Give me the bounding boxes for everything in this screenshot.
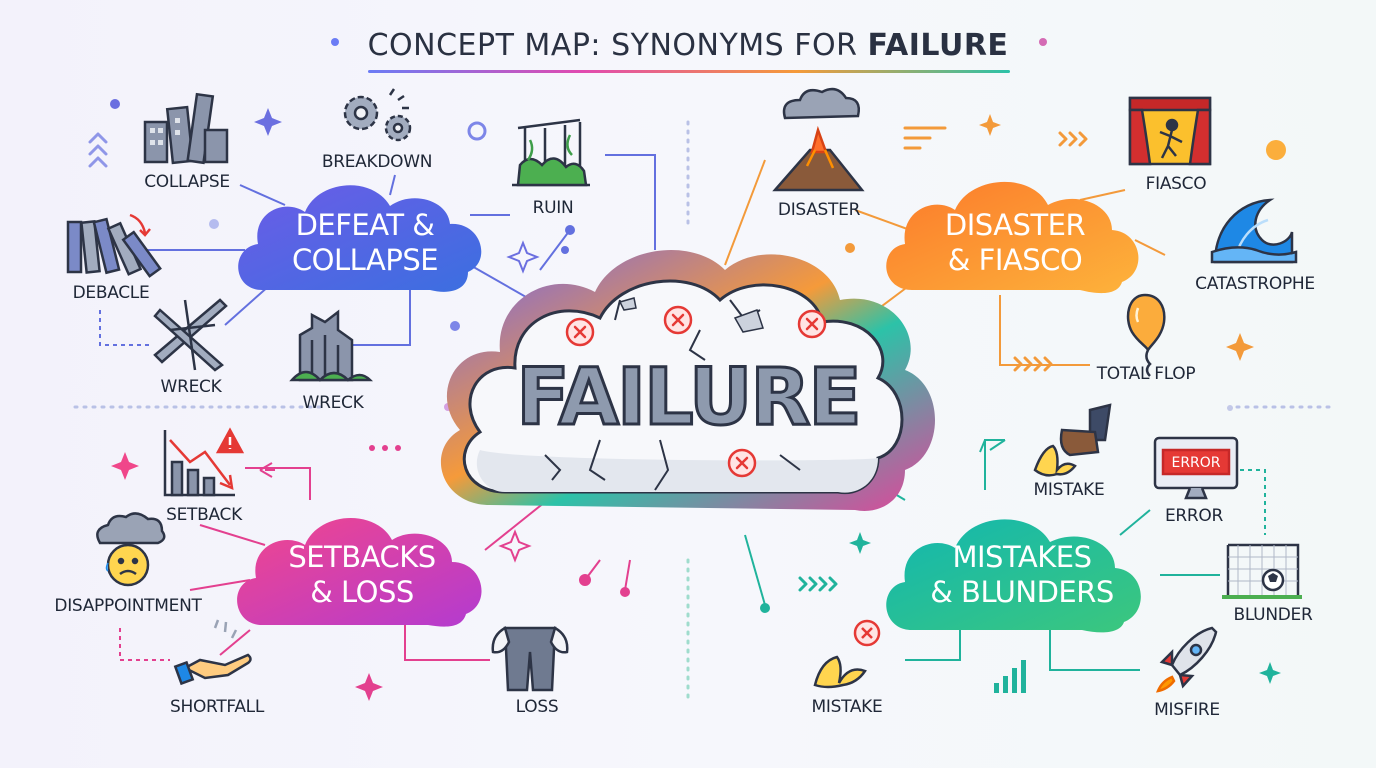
empty-hand-icon [173,619,252,686]
leaf-error: ERROR [1164,506,1224,526]
sad-cloud-icon [96,512,166,587]
leaf-disaster: DISASTER [777,200,861,220]
leaf-debacle: DEBACLE [72,283,150,303]
cloud-setbacks-loss [237,518,482,627]
title-underline [368,70,1010,73]
decorations [88,38,1286,701]
cluster-label-line1: MISTAKES [952,540,1092,574]
error-screen-text: ERROR [1171,455,1220,471]
leaf-blunder: BLUNDER [1233,605,1313,625]
cloud-disaster-fiasco [886,181,1139,294]
cluster-label-line1: DISASTER [944,208,1086,242]
empty-pockets-icon [491,626,569,692]
cluster-label-line2: & BLUNDERS [930,575,1114,609]
gears-icon [343,88,412,142]
falling-books-icon [66,213,162,278]
error-monitor-icon: ERROR [1153,436,1239,500]
soccer-goal-icon [1222,543,1302,599]
leaf-total-flop: TOTAL FLOP [1096,364,1196,384]
cluster-label-line1: SETBACKS [288,540,436,574]
leaf-mistake: MISTAKE [1033,480,1105,500]
cloud-mistakes-blunders [886,519,1141,633]
leaf-catastrophe: CATASTROPHE [1195,274,1315,294]
leaf-disappointment: DISAPPOINTMENT [54,596,202,616]
wave-icon [1210,198,1298,264]
rocket-icon [1155,626,1218,693]
cluster-label-line2: & FIASCO [947,243,1083,277]
cluster-label-mistakes-blunders: MISTAKES& BLUNDERS [930,540,1114,610]
cluster-label-setbacks-loss: SETBACKS& LOSS [288,540,436,610]
cluster-label-line2: & LOSS [310,575,414,609]
leaf-shortfall: SHORTFALL [169,697,265,717]
cluster-label-defeat-collapse: DEFEAT &COLLAPSE [291,208,439,278]
center-cloud [440,249,935,511]
ruins-icon [512,118,590,187]
leaf-misfire: MISFIRE [1154,700,1220,720]
banana-peel-slip-icon [1033,403,1112,477]
leaf-wreck: WRECK [160,377,222,397]
declining-chart-icon [163,427,245,497]
leaf-loss: LOSS [515,697,559,717]
leaf-ruin: RUIN [532,198,574,218]
cluster-label-line2: COLLAPSE [291,243,439,277]
leaf-mistake-2: MISTAKE [811,697,883,717]
page-title: CONCEPT MAP: SYNONYMS FOR FAILURE [0,28,1376,63]
leaf-fiasco: FIASCO [1145,174,1207,194]
banana-peel-icon [813,619,881,689]
leaf-wreck-2: WRECK [302,393,364,413]
ruined-building-icon [289,309,374,382]
title-emphasis: FAILURE [867,28,1009,63]
cluster-label-line1: DEFEAT & [295,208,435,242]
leaf-setback: SETBACK [166,505,242,525]
cluster-label-disaster-fiasco: DISASTER& FIASCO [944,208,1086,278]
theater-stage-icon [1128,96,1212,166]
volcano-icon [772,87,865,192]
broken-sticks-icon [153,298,228,372]
cloud-defeat-collapse [238,185,482,292]
balloon-icon [1126,293,1166,377]
leaf-collapse: COLLAPSE [144,172,230,192]
leaf-breakdown: BREAKDOWN [321,152,433,172]
title-prefix: CONCEPT MAP: SYNONYMS FOR [367,28,868,63]
collapsing-buildings-icon [143,92,229,165]
error-x-badges [565,305,827,478]
center-node-label: FAILURE [515,352,863,445]
background-guides [73,120,1332,702]
